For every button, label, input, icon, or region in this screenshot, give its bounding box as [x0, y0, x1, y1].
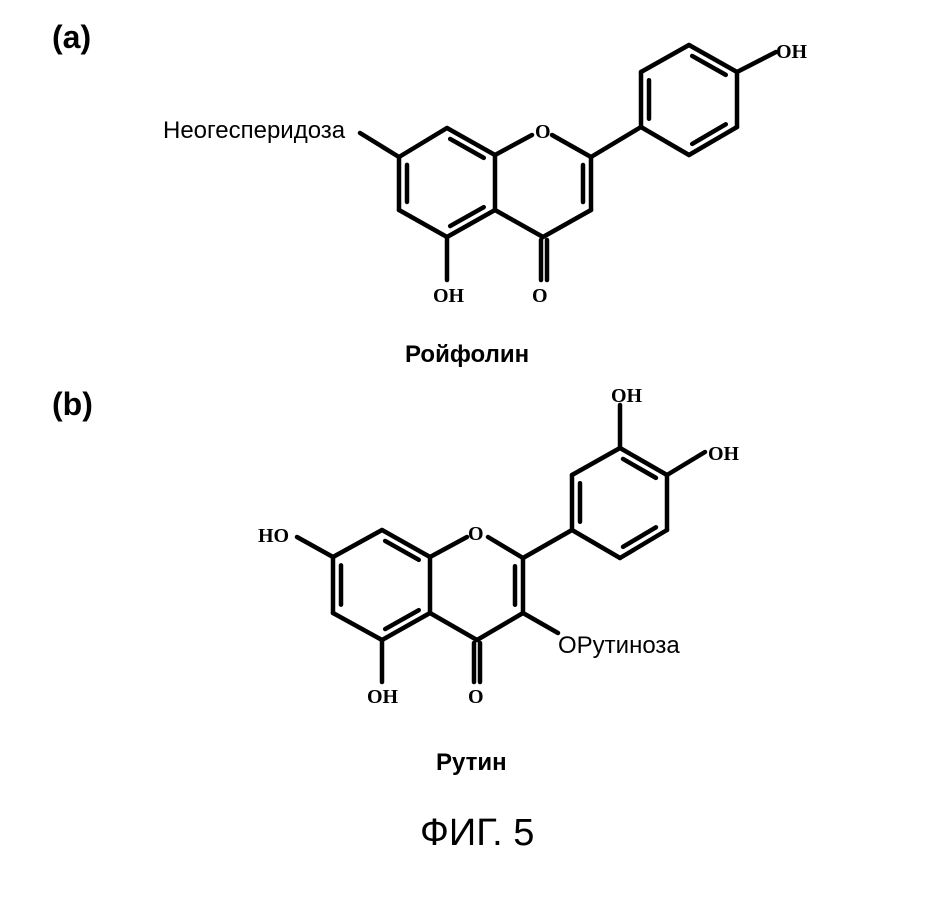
bond — [427, 534, 470, 560]
bond — [379, 610, 433, 643]
double-bond-inner — [620, 456, 659, 481]
bond — [617, 445, 670, 478]
bond — [617, 527, 670, 561]
bond — [664, 449, 708, 478]
hydroxyl-3prime-b: OH — [611, 385, 643, 407]
bond — [638, 42, 692, 75]
compound-name-rhoifolin: Ройфолин — [405, 341, 529, 368]
ring-oxygen-b: O — [468, 523, 484, 545]
bond — [686, 42, 740, 75]
double-bond-inner — [447, 204, 486, 229]
bond — [396, 125, 450, 160]
bond — [686, 124, 740, 158]
bond — [396, 207, 450, 240]
bond — [485, 534, 526, 561]
bond — [294, 534, 336, 560]
carbonyl-oxygen-a: O — [532, 285, 548, 307]
bond — [444, 207, 498, 240]
bond — [492, 207, 546, 240]
rutinose-label: OРутиноза — [558, 632, 680, 659]
panel-a-label: (a) — [52, 19, 91, 55]
ring-oxygen-a: O — [535, 121, 551, 143]
bond — [638, 124, 692, 158]
bond — [569, 445, 623, 478]
bond — [540, 207, 594, 240]
bond — [569, 527, 623, 561]
hydroxyl-7-b: HO — [258, 525, 289, 547]
bond — [330, 610, 385, 643]
bond — [549, 132, 594, 160]
bond — [520, 610, 561, 636]
carbonyl-oxygen-b: O — [468, 686, 484, 708]
bond — [379, 527, 433, 560]
hydroxyl-5-a: OH — [433, 285, 465, 307]
bond — [492, 132, 535, 158]
hydroxyl-5-b: OH — [367, 686, 399, 708]
panel-b-label: (b) — [52, 386, 93, 422]
bond — [330, 527, 385, 560]
hydroxyl-4prime-a: OH — [776, 41, 808, 63]
bond — [520, 527, 575, 561]
double-bond-inner — [382, 607, 422, 632]
substituent-bond — [357, 130, 402, 160]
neohesperidose-label: Неогесперидоза — [163, 117, 346, 144]
bond — [734, 49, 779, 75]
compound-name-rutin: Рутин — [436, 749, 507, 776]
hydroxyl-4prime-b: OH — [708, 443, 740, 465]
double-bond-inner — [689, 122, 729, 147]
double-bond-inner — [620, 525, 659, 550]
bond — [444, 125, 498, 158]
double-bond-inner — [447, 136, 487, 161]
double-bond-inner — [689, 53, 729, 78]
figure-caption: ФИГ. 5 — [420, 812, 534, 854]
bond-lines — [294, 42, 779, 685]
double-bond-inner — [382, 538, 422, 563]
bond — [588, 124, 644, 160]
bond — [474, 610, 526, 643]
bond — [427, 610, 480, 643]
